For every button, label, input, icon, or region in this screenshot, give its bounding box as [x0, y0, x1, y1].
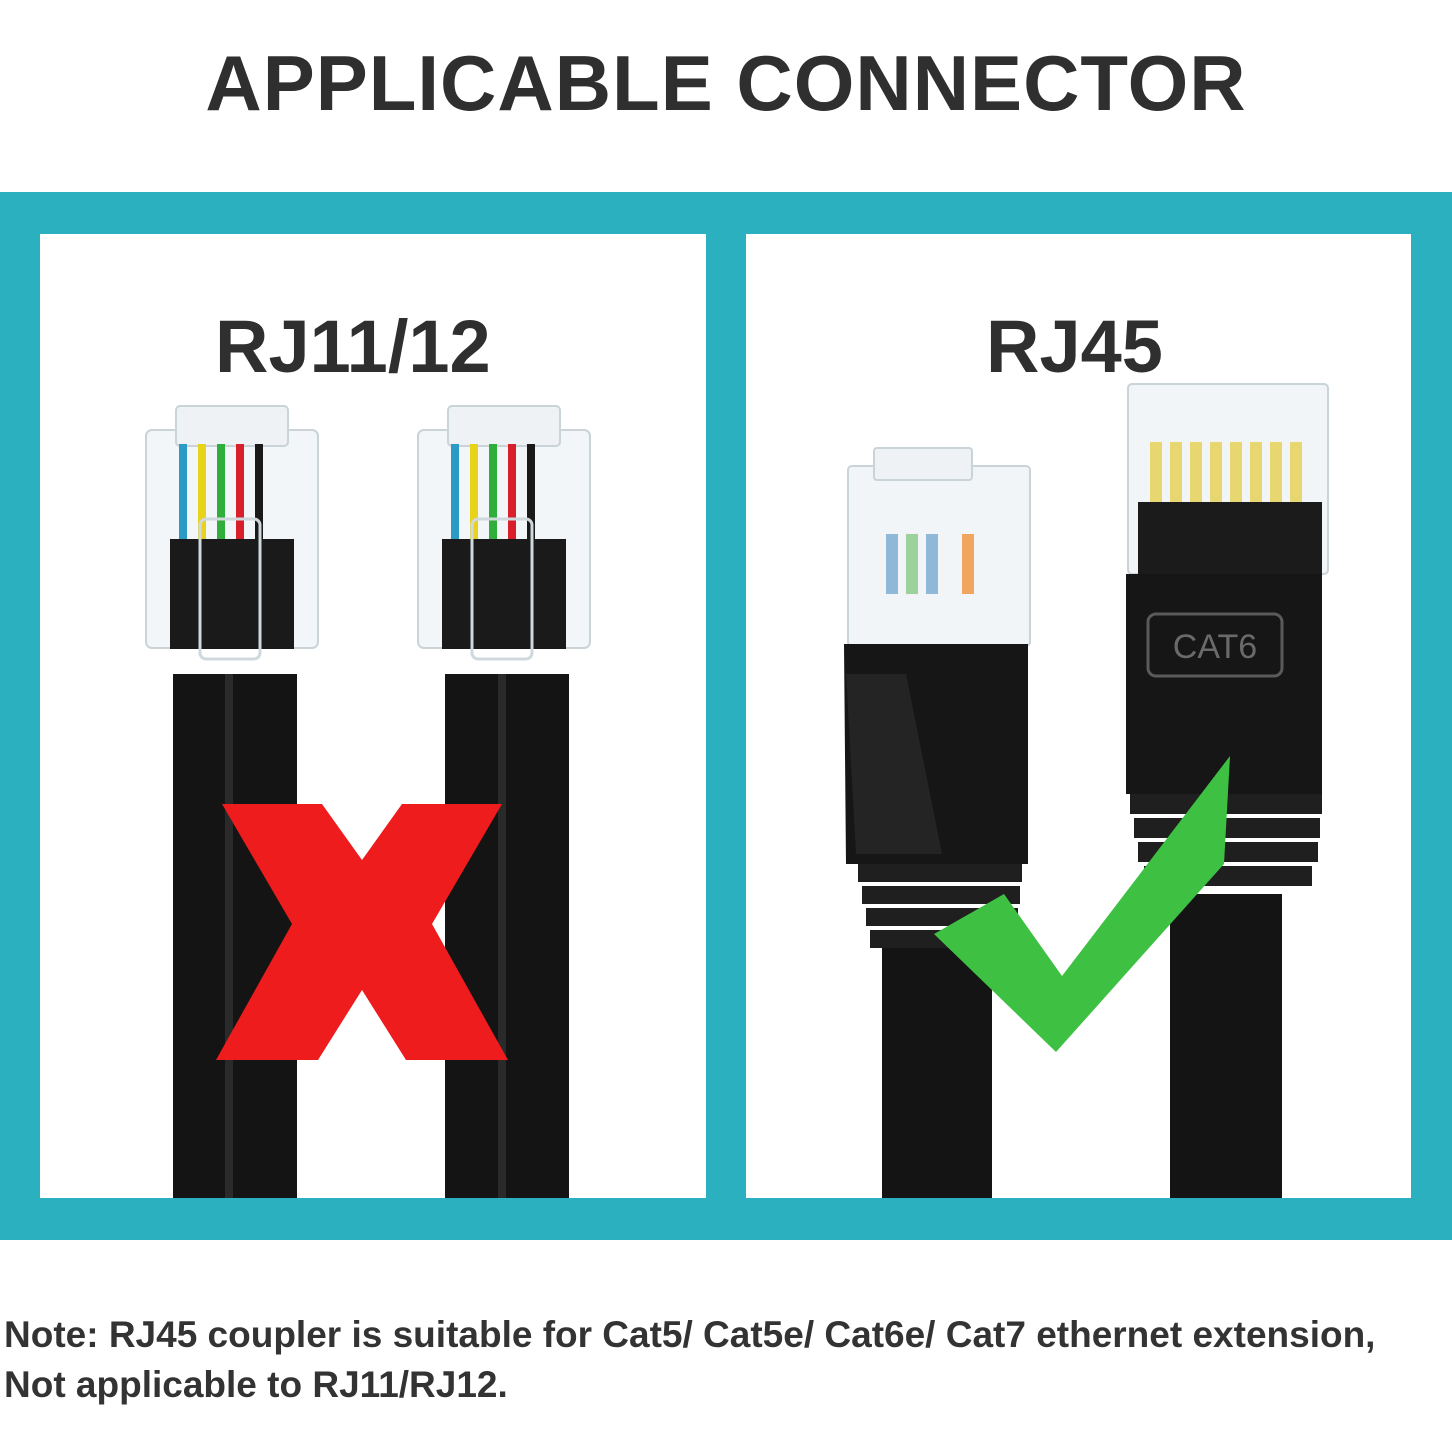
- rj45-connectors-illustration: CAT6: [844, 383, 1329, 1198]
- rj11-panel: RJ11/12: [40, 234, 706, 1198]
- comparison-frame: RJ11/12: [0, 192, 1452, 1240]
- cat6-marking: CAT6: [1173, 628, 1257, 666]
- rj11-connector-1: [145, 405, 319, 661]
- rj45-label: RJ45: [986, 305, 1163, 388]
- compatibility-note: Note: RJ45 coupler is suitable for Cat5/…: [4, 1314, 1376, 1405]
- rj11-label: RJ11/12: [215, 305, 491, 388]
- rj45-connector-2: CAT6: [1126, 383, 1329, 886]
- red-x-icon: [216, 804, 508, 1060]
- rj11-connectors-illustration: [145, 405, 591, 1198]
- rj45-connector-1: [844, 447, 1031, 948]
- rj11-connector-2: [417, 405, 591, 661]
- green-check-icon: [934, 756, 1230, 1052]
- page-title: APPLICABLE CONNECTOR: [205, 39, 1247, 127]
- rj45-panel: CAT6 RJ45: [746, 234, 1411, 1198]
